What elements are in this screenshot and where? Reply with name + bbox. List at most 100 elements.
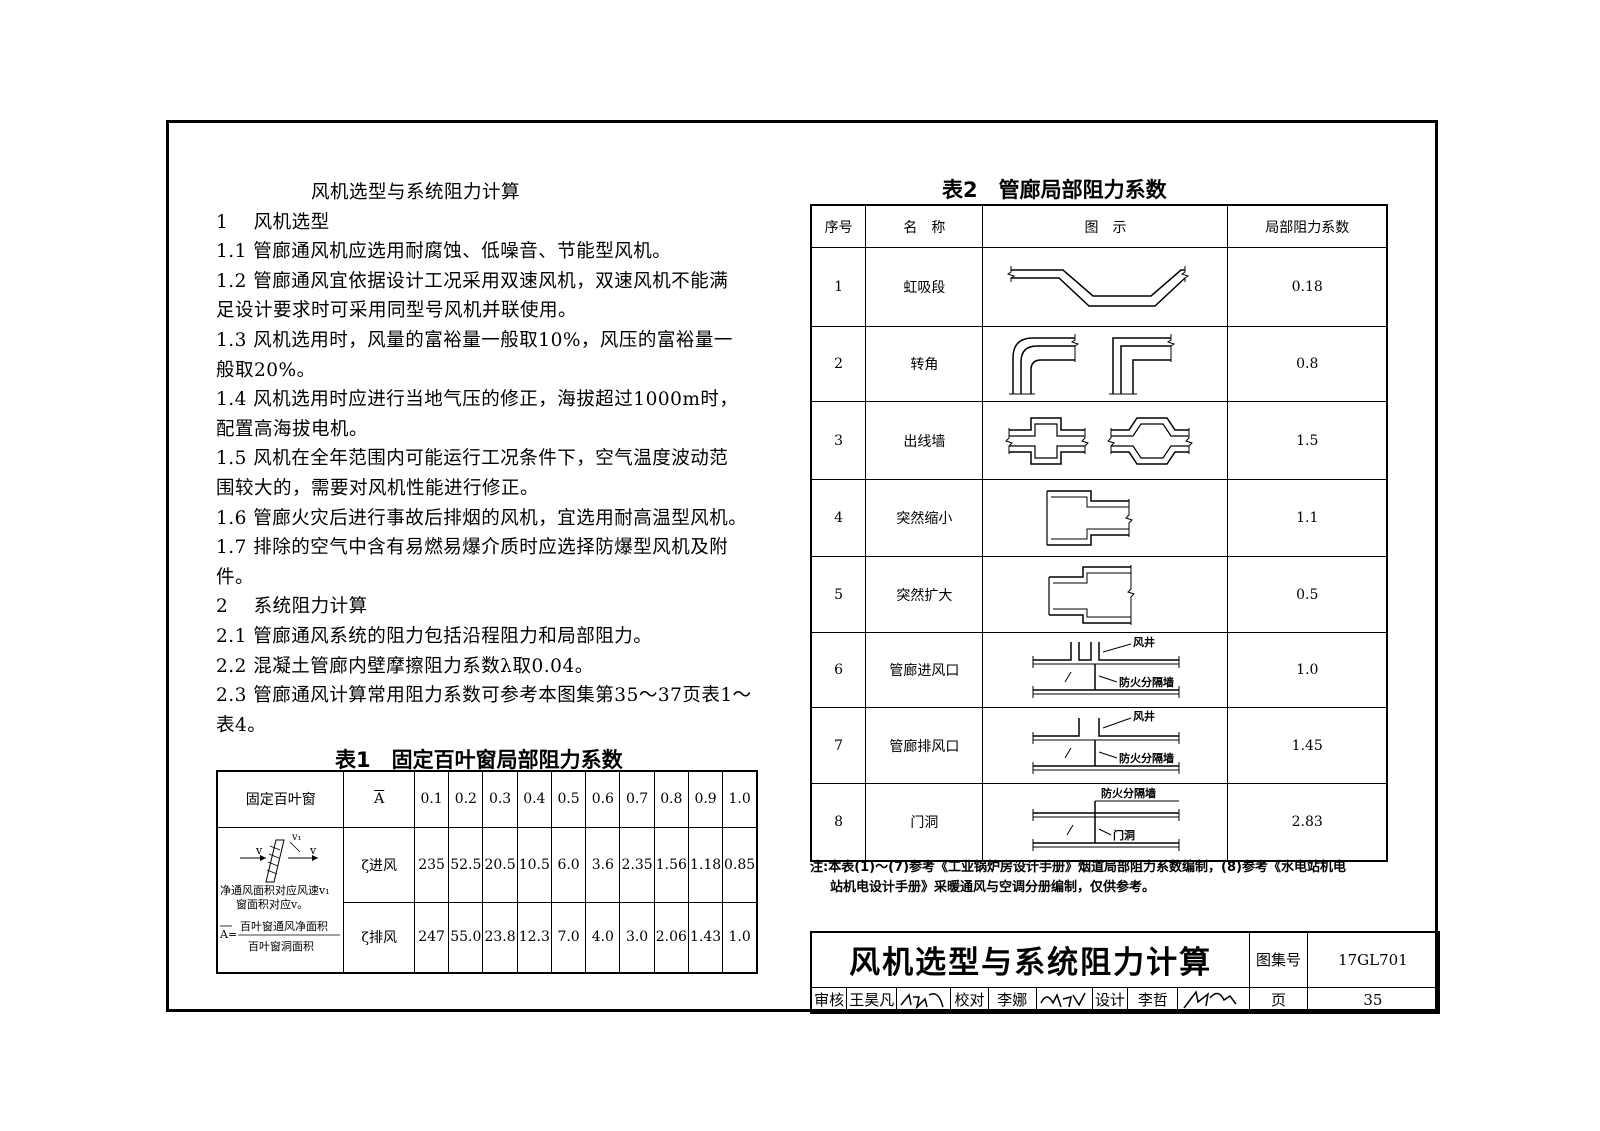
text-line: 1.2 管廊通风宜依据设计工况采用双速风机，双速风机不能满 (216, 270, 729, 292)
row1-value-cell: 2.35 (619, 826, 655, 903)
row1-value-cell: 10.5 (516, 826, 552, 903)
text-line: 1.5 风机在全年范围内可能运行工况条件下，空气温度波动范 (216, 448, 729, 470)
row1-value-cell: 3.6 (585, 826, 621, 903)
row-name: 管廊进风口 (865, 631, 984, 709)
row2-value-cell: 1.0 (722, 901, 758, 974)
page-label: 页 (1249, 986, 1308, 1014)
text-line: 足设计要求时可采用同型号风机并联使用。 (216, 300, 578, 322)
svg-text:风井: 风井 (1133, 710, 1155, 723)
table1: 固定百叶窗 A 0.1 0.2 0.3 0.4 0.5 0.6 0.7 0.8 … (216, 770, 758, 974)
a-value-cell: 0.1 (413, 770, 450, 828)
table2-caption: 表2 管廊局部阻力系数 (942, 178, 1167, 202)
text-line: 配置高海拔电机。 (216, 418, 369, 440)
header-cell: 固定百叶窗 (216, 770, 345, 828)
table-row: 8 门洞 防火分隔墙 门洞 2.83 (810, 782, 1388, 862)
a-value-cell: 0.9 (687, 770, 724, 828)
row1-value-cell: 20.5 (482, 826, 518, 903)
siphon-diagram (1007, 265, 1190, 307)
table-row: 6 管廊进风口 风井 防火分隔墙 1.0 (810, 631, 1388, 709)
text-line: 1.6 管廊火灾后进行事故后排烟的风机，宜选用耐高温型风机。 (216, 507, 748, 529)
sudden-expansion-diagram (1048, 564, 1136, 625)
a-value-cell: 0.8 (653, 770, 689, 828)
diagram-cell: 风井 防火分隔墙 (982, 631, 1229, 709)
sudden-contraction-diagram (1046, 490, 1134, 546)
row-number: 4 (810, 478, 867, 558)
drawing-title: 风机选型与系统阻力计算 (810, 931, 1251, 988)
svg-text:防火分隔墙: 防火分隔墙 (1119, 675, 1174, 689)
doorway-diagram: 防火分隔墙 门洞 (1032, 786, 1180, 851)
design-name: 李哲 (1127, 986, 1179, 1014)
svg-text:门洞: 门洞 (1113, 828, 1135, 842)
design-signature (1177, 986, 1251, 1014)
diagram-cell: 风井 防火分隔墙 (982, 707, 1229, 784)
louver-diagram: v v v₁ 净通风面积对应风速v₁ 窗面积对应v。 A= 百叶窗通风净面积 百… (219, 832, 340, 953)
table-row: ζ排风 247 55.0 23.8 12.3 7.0 4.0 3.0 2.06 … (217, 901, 758, 974)
row-name: 突然扩大 (865, 556, 984, 633)
diagram-cell (982, 478, 1229, 558)
table-row: 1 虹吸段 0.18 (810, 247, 1388, 327)
left-text-block: 风机选型与系统阻力计算 1 风机选型 1.1 管廊通风机应选用耐腐蚀、低噪音、节… (216, 178, 776, 740)
svg-text:百叶窗洞面积: 百叶窗洞面积 (248, 939, 314, 953)
louver-diagram-cell: v v v₁ 净通风面积对应风速v₁ 窗面积对应v。 A= 百叶窗通风净面积 百… (216, 826, 345, 974)
row2-value-cell: 23.8 (482, 901, 518, 974)
title-block: 风机选型与系统阻力计算 图集号 17GL701 审核 王昊凡 校对 李娜 设计 … (810, 931, 1440, 1014)
table-row: 5 突然扩大 0.5 (810, 556, 1388, 633)
row1-value-cell: 1.18 (687, 826, 724, 903)
text-line: 件。 (216, 566, 255, 588)
table-row: 2 转角 0.8 (810, 325, 1388, 403)
row2-value-cell: 1.43 (687, 901, 724, 974)
section-heading: 风机选型与系统阻力计算 (311, 182, 521, 203)
row-coefficient: 0.8 (1227, 325, 1388, 403)
page-number: 35 (1306, 986, 1440, 1014)
row-number: 2 (810, 325, 867, 403)
design-label: 设计 (1091, 986, 1129, 1014)
table-row: 7 管廊排风口 风井 防火分隔墙 1.45 (810, 707, 1388, 784)
atlas-label: 图集号 (1249, 931, 1308, 988)
text-line: 2.1 管廊通风系统的阻力包括沿程阻力和局部阻力。 (216, 625, 653, 647)
note-line: 注:本表(1)～(7)参考《工业锅炉房设计手册》烟道局部阻力系数编制，(8)参考… (810, 860, 1346, 875)
a-value-cell: 0.3 (482, 770, 518, 828)
row-coefficient: 1.5 (1227, 401, 1388, 480)
check-name: 李娜 (987, 986, 1037, 1014)
svg-text:百叶窗通风净面积: 百叶窗通风净面积 (240, 919, 328, 933)
svg-text:v: v (255, 844, 263, 857)
table-row: 4 突然缩小 1.1 (810, 478, 1388, 558)
diagram-cell (982, 556, 1229, 633)
a-value-cell: 0.4 (516, 770, 552, 828)
row-coefficient: 0.5 (1227, 556, 1388, 633)
svg-text:风井: 风井 (1133, 635, 1155, 649)
row-coefficient: 1.0 (1227, 631, 1388, 709)
row-number: 8 (810, 782, 867, 862)
table-row: 3 出线墙 1.5 (810, 401, 1388, 480)
row2-value-cell: 4.0 (585, 901, 621, 974)
row-name: 突然缩小 (865, 478, 984, 558)
table-row: v v v₁ 净通风面积对应风速v₁ 窗面积对应v。 A= 百叶窗通风净面积 百… (216, 826, 758, 974)
row-coefficient: 2.83 (1227, 782, 1388, 862)
text-line: 般取20%。 (216, 359, 316, 381)
check-label: 校对 (950, 986, 989, 1014)
row1-symbol-cell: ζ进风 (343, 826, 415, 903)
outlet-diagram: 风井 防火分隔墙 (1032, 710, 1180, 774)
text-line: 2 系统阻力计算 (216, 596, 368, 618)
text-line: 2.2 混凝土管廊内壁摩擦阻力系数λ取0.04。 (216, 655, 594, 677)
row-name: 门洞 (865, 782, 984, 862)
diagram-cell (982, 247, 1229, 327)
row2-value-cell: 247 (413, 901, 450, 974)
row-coefficient: 1.1 (1227, 478, 1388, 558)
diagram-cell (982, 325, 1229, 403)
header-cell: 图 示 (982, 204, 1229, 249)
row1-value-cell: 1.56 (653, 826, 689, 903)
text-line: 表4。 (216, 714, 267, 736)
text-line: 1.3 风机选用时，风量的富裕量一般取10%，风压的富裕量一 (216, 329, 733, 351)
corner-diagram (1009, 334, 1176, 395)
atlas-number: 17GL701 (1306, 931, 1440, 988)
row-name: 虹吸段 (865, 247, 984, 327)
row2-value-cell: 55.0 (448, 901, 484, 974)
row2-symbol-cell: ζ排风 (343, 901, 415, 974)
row1-value-cell: 235 (413, 826, 450, 903)
a-value-cell: 0.7 (619, 770, 655, 828)
outlet-wall-diagram (1005, 416, 1194, 465)
a-value-cell: 0.2 (448, 770, 484, 828)
table-row: 固定百叶窗 A 0.1 0.2 0.3 0.4 0.5 0.6 0.7 0.8 … (216, 770, 758, 828)
row1-value-cell: 52.5 (448, 826, 484, 903)
